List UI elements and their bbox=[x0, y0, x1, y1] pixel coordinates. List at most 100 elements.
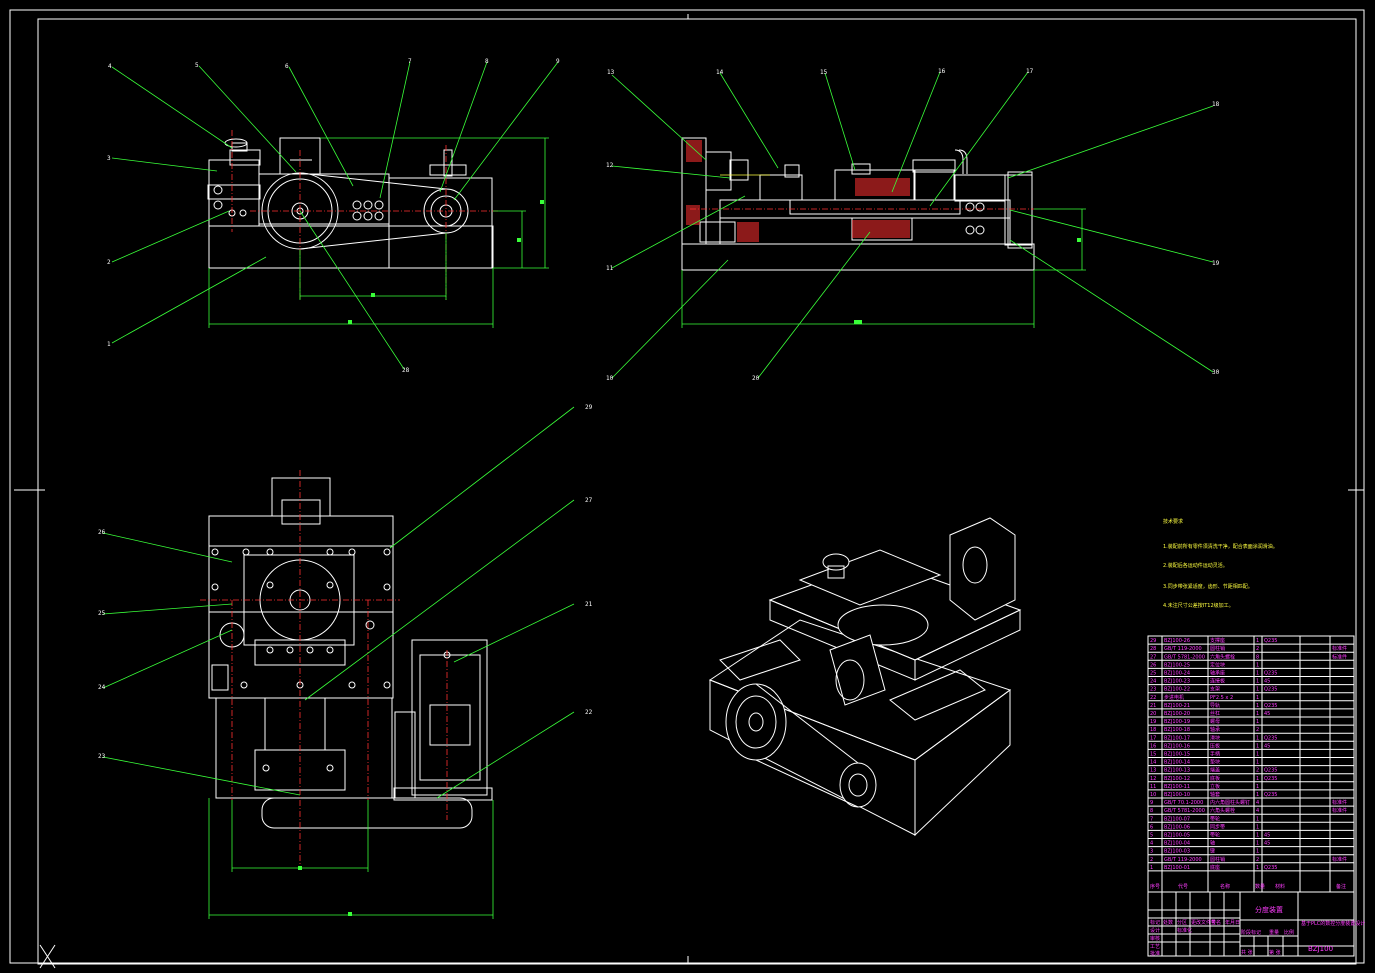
bom-cell-code: GB/T 5781-2000 bbox=[1164, 654, 1205, 660]
tb-cell: 共 张 bbox=[1241, 949, 1253, 956]
bom-cell-name: 同步带 bbox=[1210, 824, 1225, 830]
bom-cell-mat: Q235 bbox=[1264, 671, 1277, 677]
bom-cell-code: BZJ100-12 bbox=[1164, 776, 1190, 782]
bom-cell-name: 立板 bbox=[1210, 783, 1220, 790]
callout: 20 bbox=[752, 375, 760, 382]
callout: 13 bbox=[607, 69, 615, 76]
bom-cell-name: 支撑座 bbox=[1210, 637, 1225, 644]
tb-cell: 阶段标记 bbox=[1241, 929, 1261, 936]
bom-cell-code: BZJ100-15 bbox=[1164, 752, 1190, 758]
bom-cell-name: 压板 bbox=[1210, 742, 1220, 749]
bom-cell-no: 27 bbox=[1150, 654, 1156, 660]
callout: 23 bbox=[98, 753, 106, 760]
bom-cell-qty: 1 bbox=[1256, 784, 1259, 790]
callout: 7 bbox=[408, 58, 412, 65]
bom-cell-name: 键 bbox=[1210, 848, 1215, 855]
bom-cell-qty: 1 bbox=[1256, 703, 1259, 709]
bom-cell-qty: 1 bbox=[1256, 841, 1259, 847]
bom-cell-qty: 2 bbox=[1256, 727, 1259, 733]
bom-cell-code: BZJ100-06 bbox=[1164, 824, 1190, 830]
bom-cell-code: BZJ100-14 bbox=[1164, 760, 1190, 766]
bom-header-row: 序号 代号 名称 数量 材料 备注 bbox=[1150, 883, 1346, 890]
bom-cell-qty: 1 bbox=[1256, 679, 1259, 685]
bom-cell-qty: 1 bbox=[1256, 695, 1259, 701]
bom-cell-no: 24 bbox=[1150, 679, 1156, 685]
bom-cell-name: 六角头螺栓 bbox=[1210, 653, 1235, 660]
bom-cell-no: 9 bbox=[1150, 800, 1153, 806]
bom-cell-no: 5 bbox=[1150, 833, 1153, 839]
front-view bbox=[111, 61, 559, 370]
callout: 29 bbox=[585, 404, 593, 411]
callout: 27 bbox=[585, 497, 593, 504]
callout: 26 bbox=[98, 529, 106, 536]
title-block-name: 分度装置 bbox=[1255, 905, 1283, 914]
bom-cell-name: 轴 bbox=[1210, 840, 1215, 847]
bom-cell-name: 手柄 bbox=[1210, 751, 1220, 758]
bom-cell-code: BZJ100-01 bbox=[1164, 865, 1190, 871]
bom-cell-no: 7 bbox=[1150, 816, 1153, 822]
bom-cell-name: 带轮 bbox=[1210, 815, 1220, 822]
bom-cell-code: BZJ100-07 bbox=[1164, 816, 1190, 822]
bom-cell-no: 28 bbox=[1150, 646, 1156, 652]
tb-cell: 批准 bbox=[1150, 950, 1160, 957]
tb-cell: 处数 bbox=[1163, 919, 1173, 926]
bom-cell-qty: 1 bbox=[1256, 816, 1259, 822]
tb-cell: 工艺 bbox=[1150, 944, 1160, 950]
bom-cell-no: 29 bbox=[1150, 638, 1156, 644]
bom-cell-no: 4 bbox=[1150, 841, 1153, 847]
bom-cell-no: 18 bbox=[1150, 727, 1156, 733]
callout: 2 bbox=[107, 259, 111, 266]
bom-cell-name: 滑块 bbox=[1210, 734, 1220, 741]
bom-cell-code: GB/T 119-2000 bbox=[1164, 857, 1202, 863]
callout: 30 bbox=[1212, 369, 1220, 376]
bom-cell-qty: 1 bbox=[1256, 833, 1259, 839]
bom-cell-no: 22 bbox=[1150, 695, 1156, 701]
bom-cell-no: 2 bbox=[1150, 857, 1153, 863]
bom-cell-mat: 45 bbox=[1264, 711, 1270, 717]
bom-cell-code: BZJ100-18 bbox=[1164, 727, 1190, 733]
drawing-code: BZJ100 bbox=[1308, 945, 1333, 953]
bom-cell-code: BZJ100-26 bbox=[1164, 638, 1190, 644]
bom-cell-no: 1 bbox=[1150, 865, 1153, 871]
callouts-side: 13 14 15 16 17 18 12 11 10 20 19 30 bbox=[606, 68, 1220, 382]
bom-cell-mat: 45 bbox=[1264, 679, 1270, 685]
bom-cell-name: 底板 bbox=[1210, 775, 1220, 782]
bom-header: 材料 bbox=[1275, 883, 1285, 890]
bom-cell-mat: 45 bbox=[1264, 743, 1270, 749]
bom-cell-qty: 2 bbox=[1256, 768, 1259, 774]
callout: 9 bbox=[556, 58, 560, 65]
callout: 1 bbox=[107, 341, 111, 348]
bom-cell-no: 17 bbox=[1150, 735, 1156, 741]
bom-cell-note: 标准件 bbox=[1332, 856, 1347, 863]
tb-cell: 年月日 bbox=[1225, 919, 1240, 926]
bom-cell-qty: 1 bbox=[1256, 711, 1259, 717]
bom-header: 数量 bbox=[1255, 883, 1265, 890]
bom-cell-mat: Q235 bbox=[1264, 735, 1277, 741]
tb-cell: 标准化 bbox=[1177, 927, 1192, 934]
tb-cell: 分区 bbox=[1177, 919, 1187, 926]
bom-cell-no: 11 bbox=[1150, 784, 1156, 790]
bom-cell-name: 螺母 bbox=[1210, 718, 1220, 725]
callout: 25 bbox=[98, 610, 106, 617]
bom-cell-mat: Q235 bbox=[1264, 703, 1277, 709]
callout: 10 bbox=[606, 375, 614, 382]
bom-cell-name: 端盖 bbox=[1210, 767, 1220, 774]
tech-line: 3.同步带张紧适度，齿形、节距相匹配。 bbox=[1163, 583, 1253, 590]
bom-cell-name: 圆柱销 bbox=[1210, 856, 1225, 863]
tech-line: 1.装配前所有零件须清洗干净，配合表面涂润滑油。 bbox=[1163, 543, 1278, 550]
bom-cell-no: 8 bbox=[1150, 808, 1153, 814]
callout: 3 bbox=[107, 155, 111, 162]
bom-cell-qty: 8 bbox=[1256, 654, 1259, 660]
bom-cell-code: BZJ100-17 bbox=[1164, 735, 1190, 741]
callout: 12 bbox=[606, 162, 614, 169]
callout: 21 bbox=[585, 601, 593, 608]
callout: 14 bbox=[716, 69, 724, 76]
title-block: 分度装置 基于PLC的数控分度装置设计 BZJ100 标记 处数 分区 更改文件… bbox=[1147, 891, 1365, 957]
callout: 11 bbox=[606, 265, 614, 272]
bom-cell-qty: 1 bbox=[1256, 760, 1259, 766]
bom-header: 序号 bbox=[1150, 883, 1160, 890]
tb-cell: 第 张 bbox=[1269, 949, 1281, 956]
bom-cell-mat: Q235 bbox=[1264, 687, 1277, 693]
